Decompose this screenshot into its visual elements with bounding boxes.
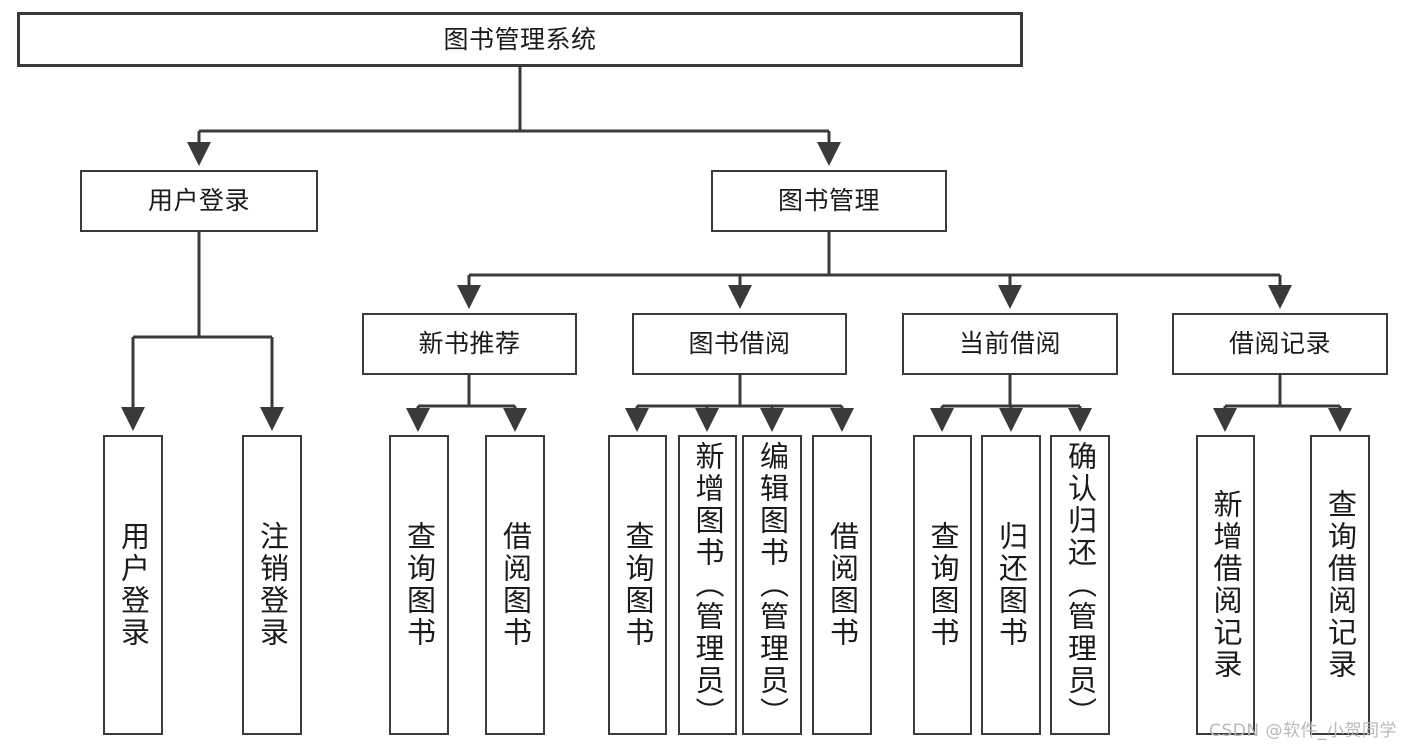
leaf-new-book-query[interactable]: 查询图书 xyxy=(389,435,449,735)
leaf-current-borrow-return[interactable]: 归还图书 xyxy=(981,435,1041,735)
leaf-user-login-logout[interactable]: 注销登录 xyxy=(242,435,302,735)
leaf-borrow-record-add-label: 新增借阅记录 xyxy=(1209,489,1243,681)
leaf-user-login-logout-label: 注销登录 xyxy=(255,521,290,649)
node-root[interactable]: 图书管理系统 xyxy=(17,12,1023,67)
leaf-new-book-borrow[interactable]: 借阅图书 xyxy=(485,435,545,735)
leaf-borrow-record-add[interactable]: 新增借阅记录 xyxy=(1196,435,1255,735)
leaf-borrow-record-query[interactable]: 查询借阅记录 xyxy=(1310,435,1370,735)
leaf-current-borrow-query-label: 查询图书 xyxy=(926,521,960,649)
leaf-user-login-login-label: 用户登录 xyxy=(116,521,151,649)
node-current-borrow[interactable]: 当前借阅 xyxy=(902,313,1118,375)
node-root-label: 图书管理系统 xyxy=(443,24,597,54)
node-book-borrow[interactable]: 图书借阅 xyxy=(632,313,847,375)
leaf-new-book-query-label: 查询图书 xyxy=(402,521,437,649)
node-book-management[interactable]: 图书管理 xyxy=(711,170,947,232)
leaf-user-login-login[interactable]: 用户登录 xyxy=(103,435,163,735)
leaf-current-borrow-return-label: 归还图书 xyxy=(994,521,1029,649)
node-new-book-recommend-label: 新书推荐 xyxy=(418,329,521,358)
node-book-borrow-label: 图书借阅 xyxy=(688,329,791,358)
leaf-current-borrow-confirm[interactable]: 确认归还（管理员） xyxy=(1050,435,1110,735)
node-new-book-recommend[interactable]: 新书推荐 xyxy=(362,313,577,375)
node-user-login[interactable]: 用户登录 xyxy=(80,170,318,232)
leaf-book-borrow-edit[interactable]: 编辑图书（管理员） xyxy=(742,435,802,735)
leaf-current-borrow-query[interactable]: 查询图书 xyxy=(913,435,972,735)
node-current-borrow-label: 当前借阅 xyxy=(958,329,1061,358)
leaf-book-borrow-query[interactable]: 查询图书 xyxy=(608,435,667,735)
leaf-book-borrow-add[interactable]: 新增图书（管理员） xyxy=(678,435,737,735)
leaf-book-borrow-add-label: 新增图书（管理员） xyxy=(691,441,725,729)
node-borrow-record-label: 借阅记录 xyxy=(1228,329,1331,358)
csdn-watermark: CSDN @软件_小贺同学 xyxy=(1209,721,1397,741)
leaf-borrow-record-query-label: 查询借阅记录 xyxy=(1323,489,1358,681)
leaf-book-borrow-edit-label: 编辑图书（管理员） xyxy=(755,441,790,729)
node-book-management-label: 图书管理 xyxy=(777,186,880,215)
node-borrow-record[interactable]: 借阅记录 xyxy=(1172,313,1388,375)
node-user-login-label: 用户登录 xyxy=(147,186,250,215)
leaf-book-borrow-borrow-label: 借阅图书 xyxy=(825,521,860,649)
leaf-new-book-borrow-label: 借阅图书 xyxy=(498,521,533,649)
leaf-current-borrow-confirm-label: 确认归还（管理员） xyxy=(1063,441,1098,729)
leaf-book-borrow-borrow[interactable]: 借阅图书 xyxy=(812,435,872,735)
leaf-book-borrow-query-label: 查询图书 xyxy=(621,521,655,649)
